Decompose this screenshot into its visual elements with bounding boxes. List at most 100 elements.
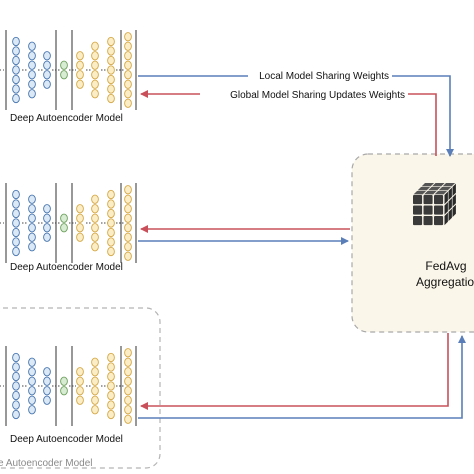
cube-side-cell	[448, 187, 452, 201]
neuron-node	[12, 371, 20, 382]
neuron-node	[91, 60, 99, 70]
neuron-node	[91, 70, 99, 80]
cube-cell	[434, 205, 444, 215]
neuron-node	[107, 55, 115, 66]
neuron-node	[91, 51, 99, 61]
neuron-node	[91, 242, 99, 252]
neuron-node	[28, 357, 36, 367]
autoencoder-model-2	[0, 183, 137, 263]
neuron-node	[60, 60, 68, 70]
cube-top-cell	[434, 191, 448, 195]
neuron-node	[107, 390, 115, 401]
cube-side-cell	[444, 212, 448, 226]
cube-grid-icon	[413, 183, 456, 226]
neuron-node	[91, 405, 99, 415]
neuron-node	[43, 386, 51, 396]
neuron-node	[107, 84, 115, 94]
cube-top-cell	[413, 191, 427, 195]
neuron-node	[124, 70, 132, 80]
aggregator-subtitle: Aggregatio	[416, 275, 474, 289]
neuron-node	[107, 409, 115, 420]
neuron-node	[124, 242, 132, 252]
cube-top-cell	[442, 183, 456, 187]
cube-cell	[413, 205, 423, 215]
autoencoder-model-3	[0, 346, 137, 426]
cube-top-cell	[421, 183, 435, 187]
neuron-node	[124, 386, 132, 396]
model-label-3: Deep Autoencoder Model	[10, 434, 123, 445]
neuron-node	[28, 376, 36, 386]
neuron-node	[91, 79, 99, 89]
neuron-node	[43, 204, 51, 214]
neuron-node	[12, 208, 20, 219]
neuron-node	[124, 60, 132, 70]
neuron-node	[107, 74, 115, 85]
neuron-node	[12, 199, 20, 209]
neuron-node	[43, 79, 51, 89]
autoencoder-model-1	[0, 30, 137, 110]
neuron-node	[107, 400, 115, 410]
neuron-node	[43, 70, 51, 80]
neuron-node	[124, 414, 132, 424]
local-weights-label: Local Model Sharing Weights	[259, 71, 389, 82]
cube-side-cell	[448, 208, 452, 222]
neuron-node	[12, 409, 20, 420]
neuron-node	[91, 367, 99, 377]
neuron-node	[12, 352, 20, 363]
neuron-node	[43, 223, 51, 233]
cube-top-cell	[432, 183, 445, 187]
neuron-node	[124, 185, 132, 195]
neuron-node	[60, 223, 68, 233]
neuron-node	[28, 395, 36, 405]
cube-cell	[423, 216, 433, 226]
cube-side-cell	[452, 183, 456, 197]
neuron-node	[28, 51, 36, 61]
neuron-node	[60, 213, 68, 223]
neuron-node	[91, 89, 99, 99]
neuron-node	[107, 208, 115, 219]
neuron-node	[107, 218, 115, 228]
neuron-node	[12, 227, 20, 238]
neuron-node	[28, 213, 36, 223]
neuron-node	[60, 70, 68, 80]
neuron-node	[12, 218, 20, 228]
neuron-node	[124, 223, 132, 233]
neuron-node	[91, 395, 99, 405]
neuron-node	[124, 405, 132, 415]
neuron-node	[91, 213, 99, 223]
neuron-node	[76, 204, 84, 214]
neuron-node	[28, 386, 36, 396]
neuron-node	[12, 381, 20, 391]
neuron-node	[124, 213, 132, 223]
cube-top-cell	[428, 187, 441, 191]
cube-cell	[423, 205, 433, 215]
model-label-2: Deep Autoencoder Model	[10, 262, 123, 273]
neuron-node	[76, 79, 84, 89]
neuron-node	[107, 362, 115, 372]
neuron-node	[12, 390, 20, 401]
neuron-node	[60, 386, 68, 396]
cube-cell	[434, 195, 444, 205]
neuron-node	[43, 395, 51, 405]
neuron-node	[28, 60, 36, 70]
neuron-node	[12, 93, 20, 104]
neuron-node	[43, 367, 51, 377]
neuron-node	[12, 237, 20, 247]
neuron-node	[107, 381, 115, 391]
neuron-node	[124, 204, 132, 214]
neuron-node	[76, 70, 84, 80]
neuron-node	[28, 232, 36, 242]
global-weights-label: Global Model Sharing Updates Weights	[230, 90, 405, 101]
neuron-node	[107, 227, 115, 238]
neuron-node	[107, 46, 115, 56]
neuron-node	[76, 51, 84, 61]
neuron-node	[107, 189, 115, 200]
download-arrow-model-1	[140, 90, 437, 156]
neuron-node	[12, 362, 20, 372]
neuron-node	[12, 65, 20, 75]
cube-side-cell	[444, 191, 448, 205]
neuron-node	[76, 386, 84, 396]
neuron-node	[124, 51, 132, 61]
neuron-node	[43, 213, 51, 223]
neuron-node	[124, 348, 132, 358]
